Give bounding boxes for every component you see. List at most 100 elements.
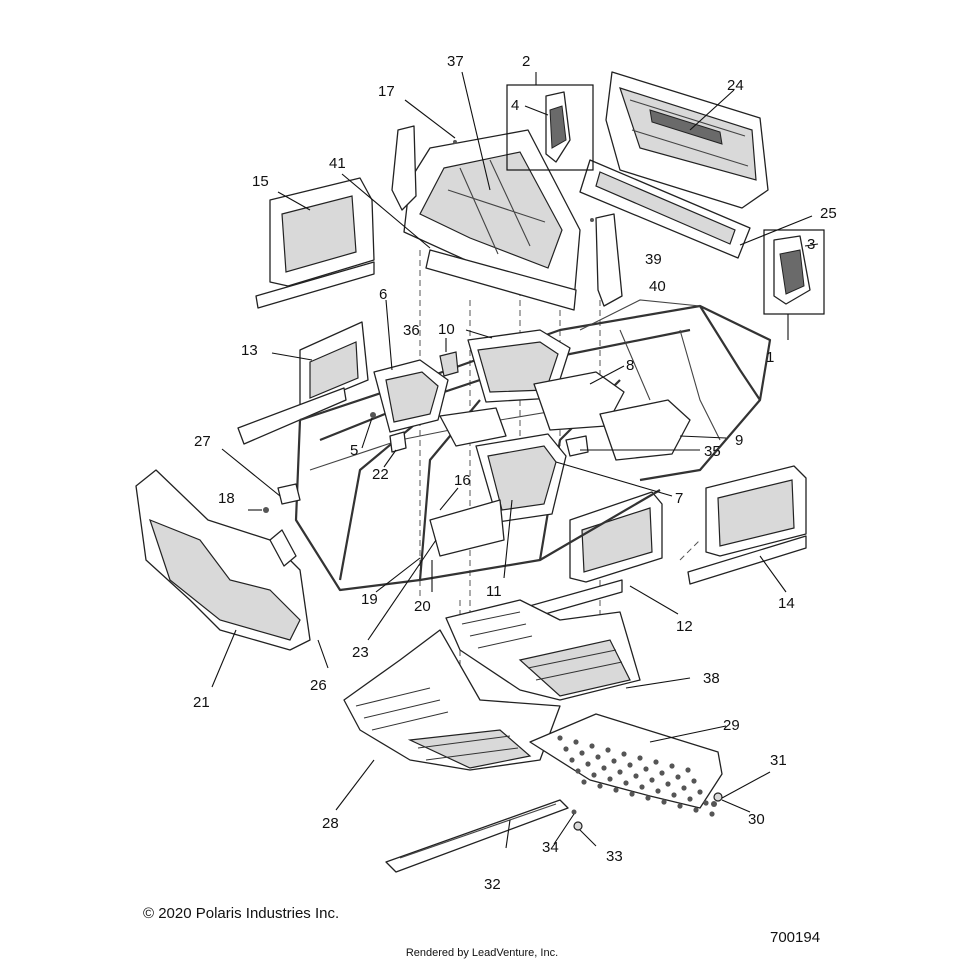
callout-39: 39 bbox=[645, 251, 662, 268]
skid-plate-hole bbox=[621, 751, 627, 757]
skid-plate-hole bbox=[649, 777, 655, 783]
skid-plate-hole bbox=[605, 747, 611, 753]
callout-1: 1 bbox=[766, 349, 774, 366]
skid-plate-holes bbox=[557, 735, 715, 817]
side-pillar-parts bbox=[391, 125, 623, 307]
rear-bulkhead-part bbox=[403, 129, 581, 301]
skid-plate-hole bbox=[573, 739, 579, 745]
callout-7: 7 bbox=[675, 490, 683, 507]
callout-3: 3 bbox=[807, 236, 815, 253]
skid-plate-hole bbox=[693, 807, 699, 813]
skid-plate-hole bbox=[575, 768, 581, 774]
skid-plate-hole bbox=[661, 799, 667, 805]
callout-32: 32 bbox=[484, 876, 501, 893]
rear-panel-part bbox=[605, 71, 769, 209]
skid-plate-hole bbox=[671, 792, 677, 798]
crossmember-part bbox=[579, 159, 751, 259]
skid-plate-part bbox=[529, 713, 723, 817]
callout-29: 29 bbox=[723, 717, 740, 734]
door-panel-15 bbox=[255, 177, 375, 309]
floor-pan-38 bbox=[445, 599, 641, 701]
skid-plate-hole bbox=[697, 789, 703, 795]
skid-plate-hole bbox=[655, 788, 661, 794]
callout-23: 23 bbox=[352, 644, 369, 661]
skid-plate-hole bbox=[563, 746, 569, 752]
skid-plate-hole bbox=[637, 755, 643, 761]
skid-plate-hole bbox=[659, 770, 665, 776]
detail-box-3 bbox=[763, 229, 825, 315]
callout-27: 27 bbox=[194, 433, 211, 450]
callout-6: 6 bbox=[379, 286, 387, 303]
skid-plate-hole bbox=[581, 779, 587, 785]
copyright-notice: © 2020 Polaris Industries Inc. bbox=[143, 905, 340, 922]
fasteners bbox=[571, 792, 723, 831]
skid-plate-hole bbox=[601, 765, 607, 771]
skid-plate-hole bbox=[627, 762, 633, 768]
callout-14: 14 bbox=[778, 595, 795, 612]
skid-plate-hole bbox=[597, 783, 603, 789]
skid-plate-hole bbox=[653, 759, 659, 765]
small-hardware bbox=[263, 140, 594, 513]
callout-labels: 1 2 3 4 5 6 7 8 9 10 11 12 13 14 15 16 1… bbox=[193, 53, 837, 893]
callout-34: 34 bbox=[542, 839, 559, 856]
skid-plate-hole bbox=[681, 785, 687, 791]
skid-plate-hole bbox=[591, 772, 597, 778]
callout-37: 37 bbox=[447, 53, 464, 70]
skid-plate-hole bbox=[589, 743, 595, 749]
door-panel-14 bbox=[687, 465, 807, 585]
callout-12: 12 bbox=[676, 618, 693, 635]
callout-21: 21 bbox=[193, 694, 210, 711]
callout-41: 41 bbox=[329, 155, 346, 172]
skid-plate-hole bbox=[669, 763, 675, 769]
callout-5: 5 bbox=[350, 442, 358, 459]
skid-plate-hole bbox=[685, 767, 691, 773]
skid-plate-hole bbox=[709, 811, 715, 817]
callout-10: 10 bbox=[438, 321, 455, 338]
callout-2: 2 bbox=[522, 53, 530, 70]
skid-plate-hole bbox=[607, 776, 613, 782]
skid-plate-hole bbox=[623, 780, 629, 786]
callout-18: 18 bbox=[218, 490, 235, 507]
callout-38: 38 bbox=[703, 670, 720, 687]
door-panel-13 bbox=[237, 321, 369, 445]
skid-plate-hole bbox=[691, 778, 697, 784]
skid-plate-hole bbox=[639, 784, 645, 790]
callout-35: 35 bbox=[704, 443, 721, 460]
leader-lines bbox=[211, 71, 819, 849]
callout-11: 11 bbox=[486, 583, 502, 600]
skid-plate-hole bbox=[585, 761, 591, 767]
callout-31: 31 bbox=[770, 752, 787, 769]
front-fascia-part bbox=[135, 469, 311, 651]
diagram-number: 700194 bbox=[770, 929, 821, 946]
callout-22: 22 bbox=[372, 466, 389, 483]
callout-36: 36 bbox=[403, 322, 420, 339]
skid-plate-hole bbox=[645, 795, 651, 801]
skid-plate-hole bbox=[629, 791, 635, 797]
skid-plate-hole bbox=[633, 773, 639, 779]
callout-15: 15 bbox=[252, 173, 269, 190]
crossbar-part bbox=[425, 249, 577, 311]
callout-24: 24 bbox=[727, 77, 744, 94]
callout-13: 13 bbox=[241, 342, 258, 359]
callout-19: 19 bbox=[361, 591, 378, 608]
callout-30: 30 bbox=[748, 811, 765, 828]
callout-20: 20 bbox=[414, 598, 431, 615]
skid-plate-hole bbox=[643, 766, 649, 772]
skid-plate-hole bbox=[703, 800, 709, 806]
skid-plate-hole bbox=[595, 754, 601, 760]
detail-box-2 bbox=[506, 84, 594, 171]
callout-26: 26 bbox=[310, 677, 327, 694]
skid-plate-hole bbox=[557, 735, 563, 741]
skid-plate-hole bbox=[579, 750, 585, 756]
bottom-rail-part bbox=[385, 799, 569, 873]
callout-9: 9 bbox=[735, 432, 743, 449]
skid-plate-hole bbox=[613, 787, 619, 793]
skid-plate-hole bbox=[617, 769, 623, 775]
callout-25: 25 bbox=[820, 205, 837, 222]
callout-33: 33 bbox=[606, 848, 623, 865]
skid-plate-hole bbox=[677, 803, 683, 809]
callout-8: 8 bbox=[626, 357, 634, 374]
skid-plate-hole bbox=[687, 796, 693, 802]
skid-plate-hole bbox=[675, 774, 681, 780]
